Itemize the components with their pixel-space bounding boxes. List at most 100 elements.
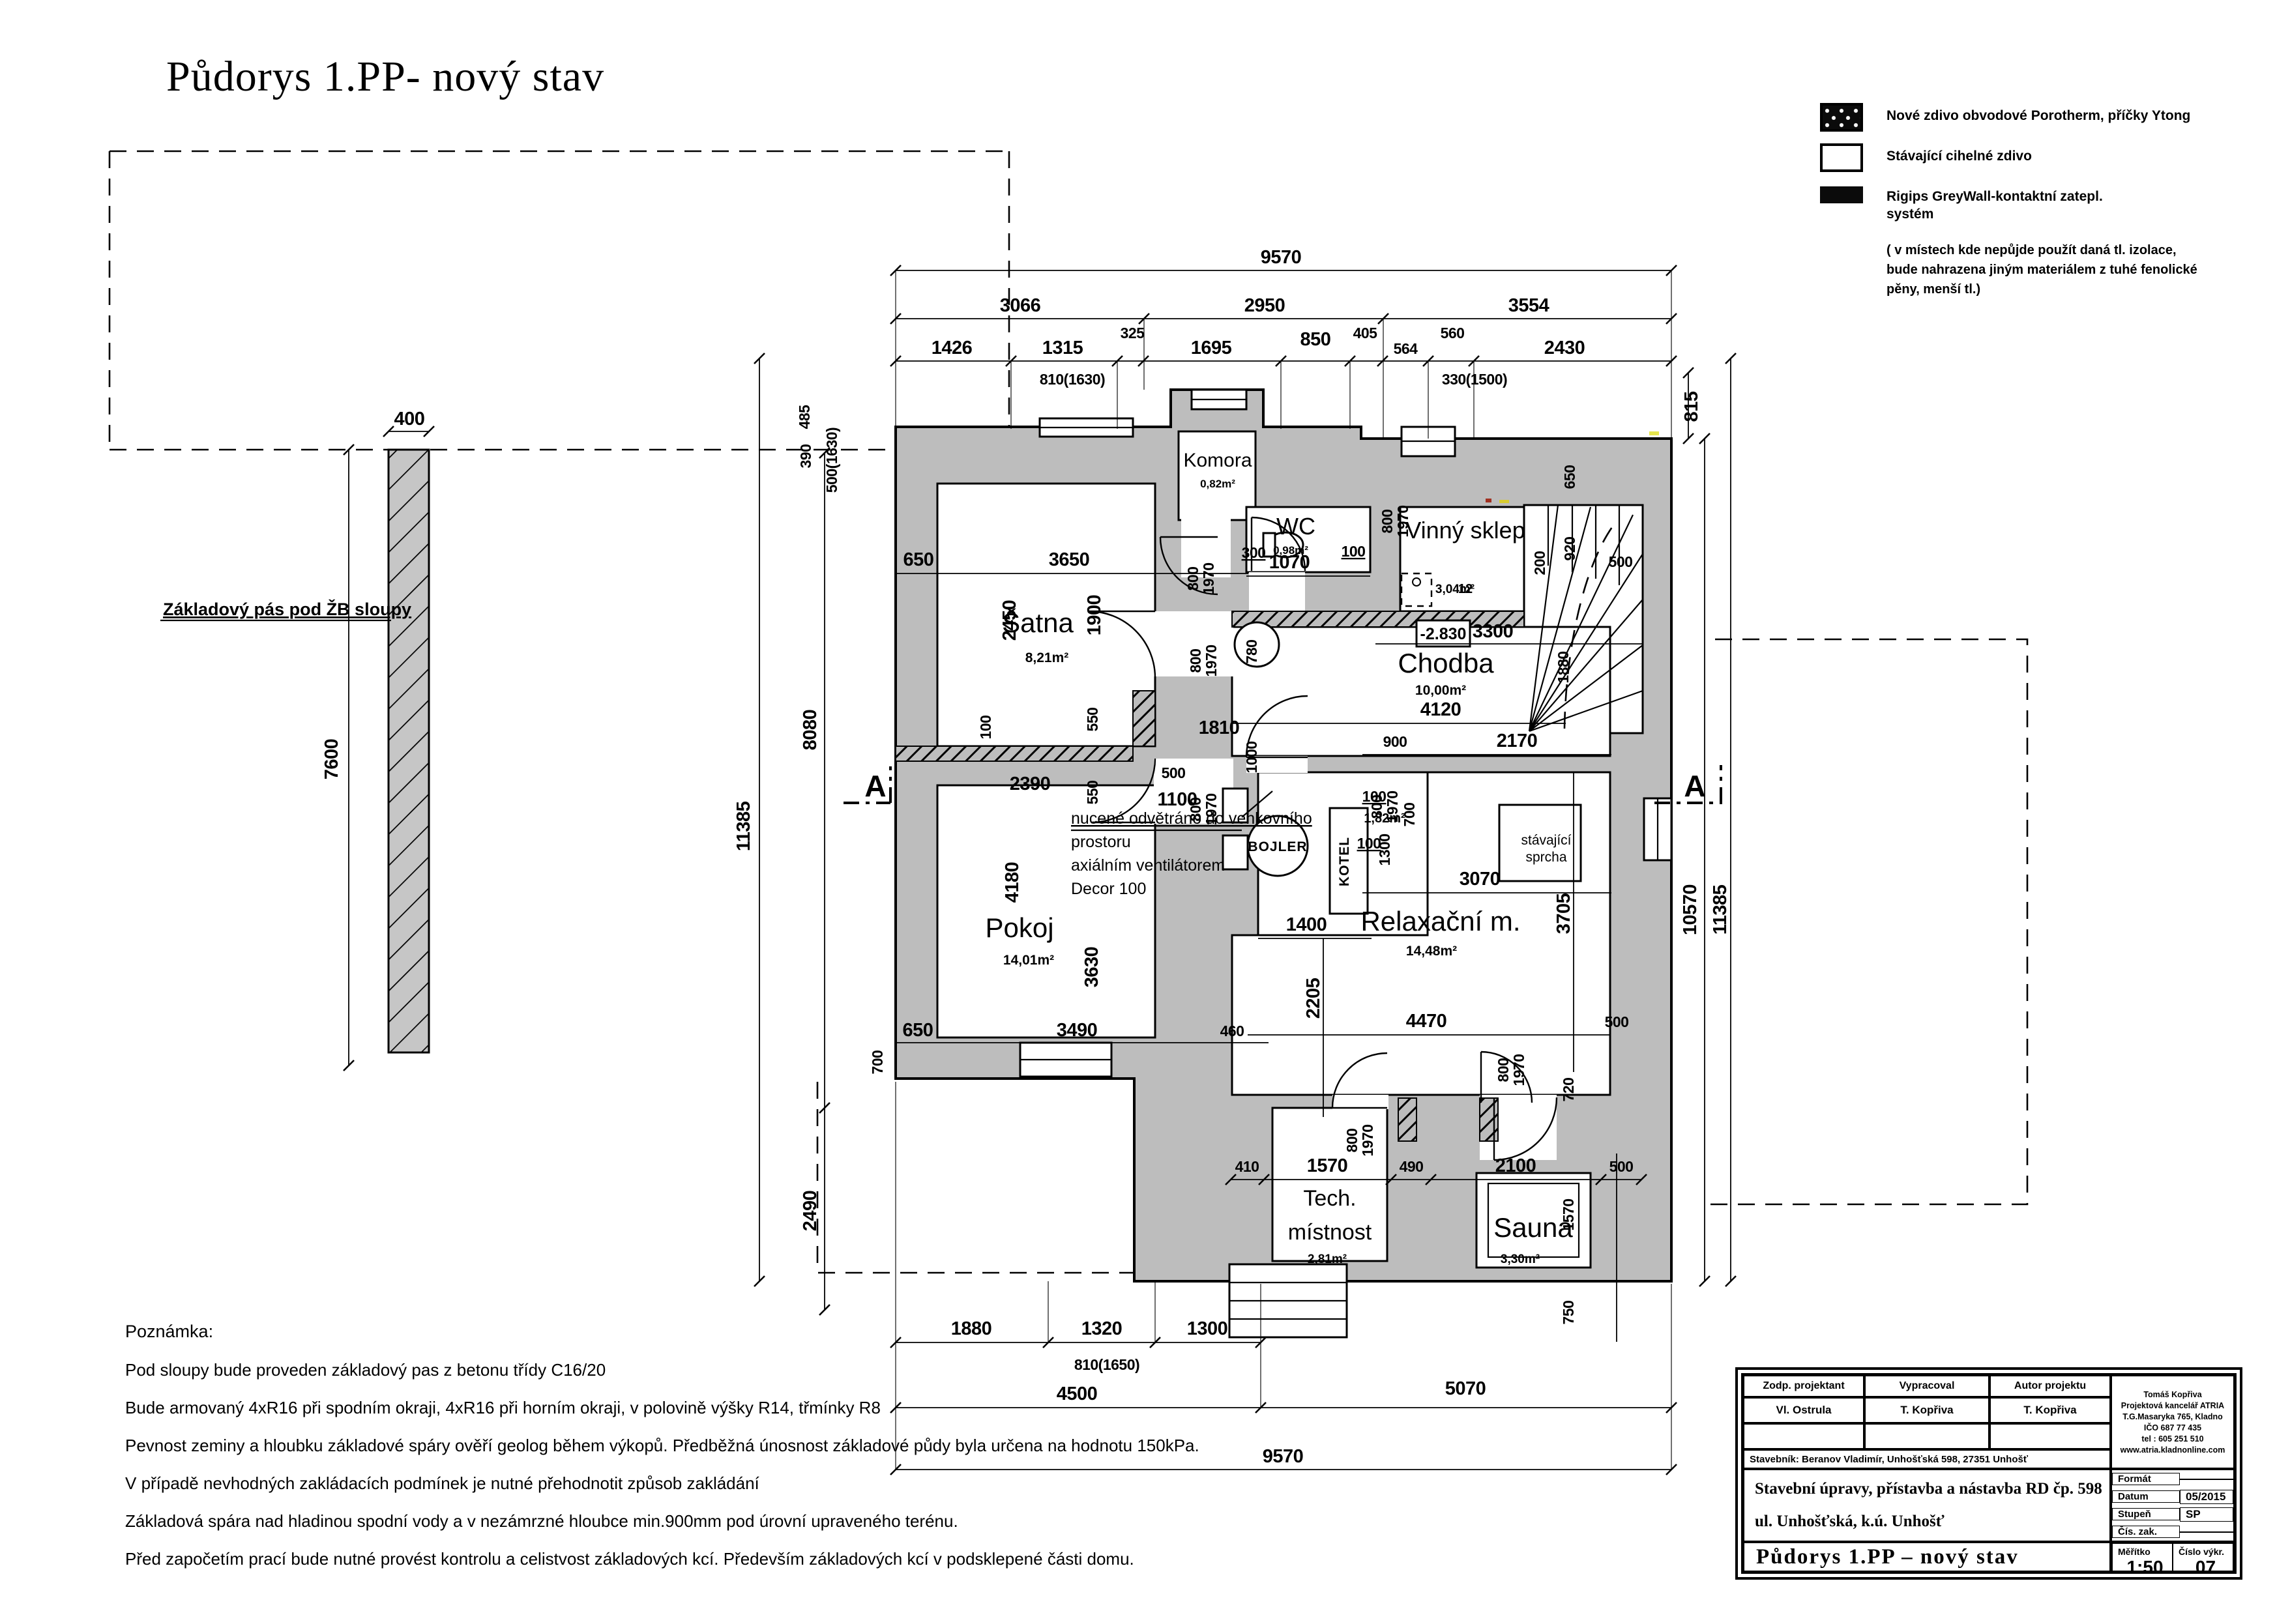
dim-label: 460 (1220, 1022, 1244, 1039)
room-area-label: 3,04m² (1435, 583, 1475, 596)
room-area-label: 3,30m² (1501, 1253, 1540, 1266)
room-area-label: 2,81m² (1308, 1253, 1347, 1266)
dim-label: 500(1630) (823, 428, 840, 493)
dim-label: 1900 (1084, 595, 1105, 636)
dim-label: 2950 (1244, 295, 1285, 316)
door-swings (1088, 516, 1558, 1161)
room-area-label: 0,82m² (1200, 478, 1235, 490)
stage-value: SP (2180, 1507, 2233, 1522)
dim-label: 1970 (1200, 562, 1217, 594)
equipment-label: BOJLER (1248, 839, 1307, 854)
scale-value: 1:50 (2126, 1557, 2164, 1572)
sheet-cell: Číslo výkr. 07 (2173, 1543, 2233, 1571)
dim-label: 4470 (1406, 1011, 1447, 1032)
dim-label: 800 (1187, 798, 1204, 822)
vent-grille (1222, 834, 1249, 871)
dim-label: 2490 (800, 1191, 821, 1232)
note-line: Pod sloupy bude proveden základový pas z… (125, 1360, 606, 1380)
room-name-label: WC (1276, 513, 1315, 540)
legend-item-label: Nové zdivo obvodové Porotherm, příčky Yt… (1886, 108, 2191, 123)
dim-label: 700 (869, 1051, 886, 1075)
equipment-label: KOTEL (1337, 837, 1352, 886)
annotation-label: -2.830 (1420, 625, 1467, 643)
dim-label: 11385 (1710, 884, 1731, 935)
dim-label: 100 (977, 716, 994, 740)
existing-shower (1498, 804, 1582, 882)
dim-label: 490 (1400, 1158, 1424, 1175)
dim-label: 2450 (999, 600, 1020, 641)
foundation-strip (160, 426, 435, 1071)
dim-label: 1970 (1203, 645, 1220, 676)
dashed-context-lines (108, 150, 2029, 1274)
titleblock-client: Stavebník: Beranov Vladimír, Unhošťská 5… (1743, 1449, 2111, 1469)
dim-label: 1970 (1203, 793, 1220, 825)
room-area-label: 14,01m² (1003, 953, 1054, 968)
dim-label: 300 (1242, 544, 1266, 561)
dim-label: 550 (1084, 781, 1101, 805)
legend-item: Nové zdivo obvodové Porotherm, příčky Yt… (1820, 103, 2276, 132)
annotation-label: sprcha (1525, 850, 1566, 865)
dim-label: 650 (1561, 465, 1578, 489)
annotation-label: 12 (1458, 582, 1473, 596)
section-line-a (844, 765, 1722, 804)
room-area-label: 14,48m² (1406, 944, 1457, 959)
dim-label: 780 (1243, 640, 1260, 664)
annotation-label: nucené odvětráno do venkovního (1071, 809, 1312, 828)
order-number-label: Čís. zak. (2112, 1526, 2180, 1538)
room-satna (936, 482, 1156, 747)
dim-label: 550 (1084, 708, 1101, 732)
dim-label: 810(1630) (1040, 371, 1105, 388)
date-value: 05/2015 (2180, 1489, 2233, 1504)
new-masonry-swatch (1820, 103, 1863, 132)
dim-label: 330(1500) (1442, 371, 1507, 388)
dim-label: 2100 (1495, 1155, 1536, 1176)
scale-cell: Měřítko 1:50 (2112, 1543, 2173, 1572)
dim-label: 2170 (1497, 731, 1538, 751)
dim-label: 5070 (1445, 1378, 1486, 1399)
note-line: V případě nevhodných zakládacích podmíne… (125, 1473, 759, 1493)
titleblock-project: Stavební úpravy, přístavba a nástavba RD… (1743, 1469, 2111, 1542)
dim-label: 2390 (1010, 774, 1051, 794)
legend-item: Stávající cihelné zdivo (1820, 143, 2276, 172)
existing-masonry-swatch (1820, 143, 1863, 172)
dim-label: 1810 (1199, 718, 1240, 738)
equipment-label: 1,82m² (1364, 811, 1405, 826)
dim-label: 485 (796, 405, 813, 429)
dim-label: 100 (1342, 543, 1366, 560)
dim-label: 850 (1300, 329, 1331, 350)
dim-label: 3300 (1473, 621, 1514, 642)
dim-label: 7600 (321, 739, 342, 780)
titleblock-author: T. Kopřiva (1989, 1397, 2111, 1423)
dim-label: 3490 (1057, 1020, 1098, 1041)
dim-label: 11385 (733, 801, 754, 851)
annotation-leaders (1071, 790, 1273, 832)
titleblock-empty-cell (1743, 1423, 1864, 1449)
format-label: Formát (2112, 1473, 2180, 1485)
room-name-label: Šatna (1002, 607, 1074, 638)
dim-label: 815 (1681, 391, 1702, 422)
titleblock-drawn: T. Kopřiva (1864, 1397, 1989, 1423)
titleblock-location: ul. Unhošťská, k.ú. Unhošť (1755, 1513, 1945, 1530)
dim-label: 8080 (800, 710, 821, 751)
dim-label: 1320 (1081, 1318, 1123, 1339)
legend-item: Rigips GreyWall-kontaktní zatepl.systém (1820, 184, 2276, 224)
dim-label: 1695 (1191, 338, 1232, 358)
legend-note: ( v místech kde nepůjde použít daná tl. … (1886, 242, 2197, 297)
dim-label: 800 (1379, 510, 1396, 534)
dim-label: 3070 (1460, 869, 1501, 890)
annotation-label: Základový pás pod ŽB sloupy (163, 599, 411, 619)
room-name-label: Tech. (1303, 1186, 1356, 1211)
dim-label: 4180 (1002, 862, 1023, 903)
room-name-label: místnost (1288, 1220, 1372, 1245)
dim-label: 3630 (1081, 947, 1102, 988)
vent-grille (1222, 787, 1249, 824)
dim-label: 564 (1394, 340, 1418, 357)
sheet-number-label: Číslo výkr. (2179, 1546, 2225, 1557)
room-sauna (1475, 1172, 1592, 1269)
room-name-label: Relaxační m. (1360, 906, 1520, 936)
dim-label: 1970 (1384, 790, 1401, 822)
dim-label: 800 (1343, 1129, 1360, 1153)
